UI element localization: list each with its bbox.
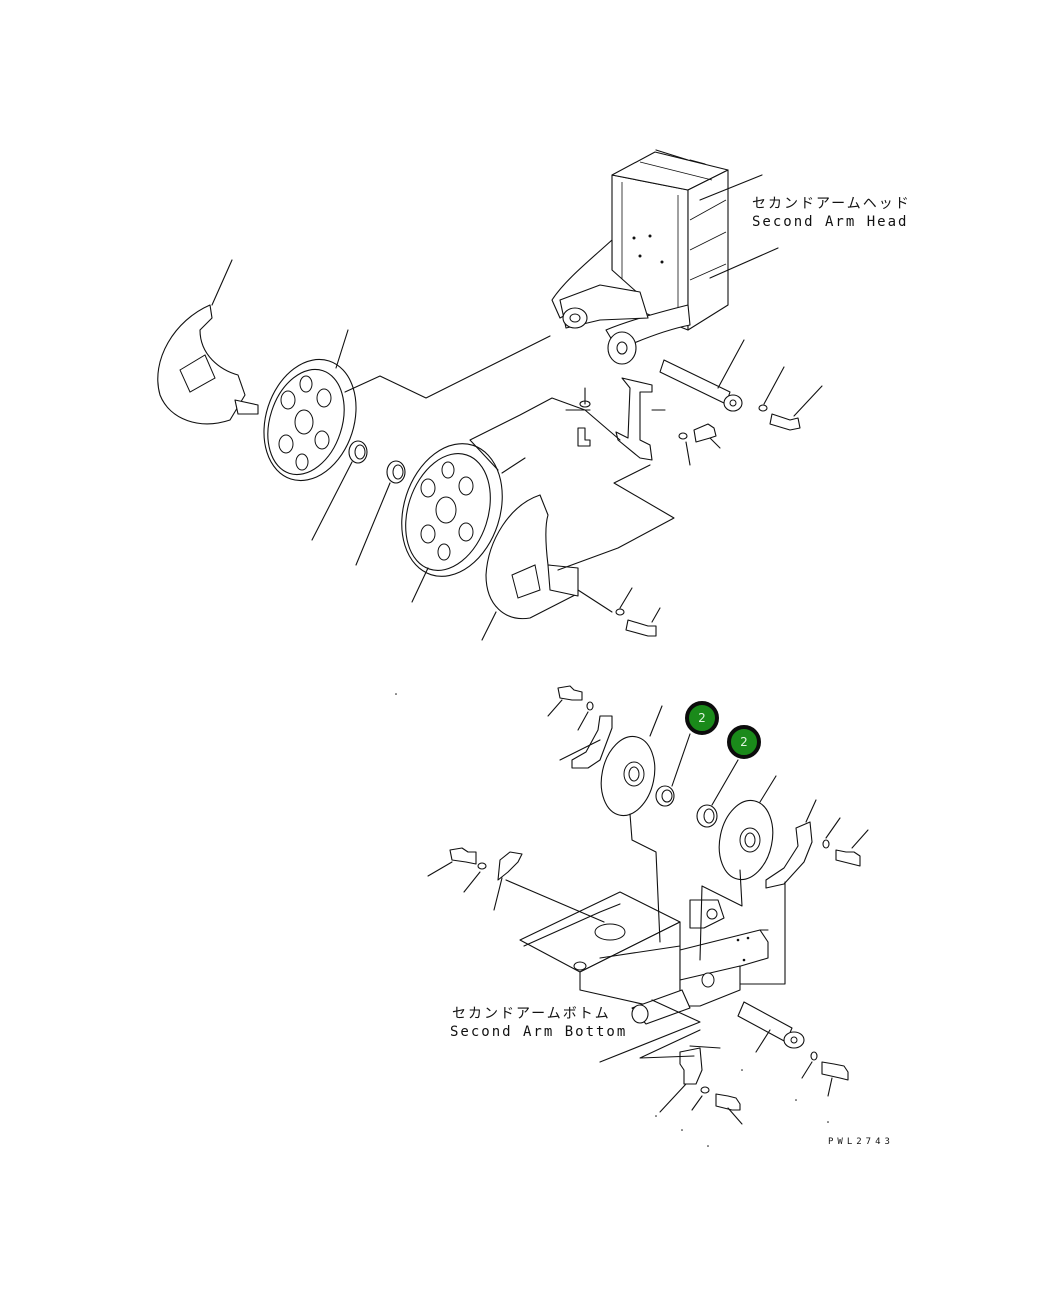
second-arm-bottom-frame — [519, 891, 769, 1025]
callout-badge[interactable]: 2 — [685, 701, 719, 735]
lower-hardware-right — [765, 799, 869, 889]
head-label-jp: セカンドアームヘッド — [752, 196, 911, 212]
leader-head-top — [699, 174, 763, 201]
upper-bushing-2 — [355, 460, 406, 566]
lower-hardware-bottom-right — [737, 1001, 849, 1097]
lower-hardware-top-left — [547, 685, 613, 769]
upper-bushing-1 — [311, 440, 368, 541]
callout-badge[interactable]: 2 — [727, 725, 761, 759]
second-arm-head-frame — [551, 149, 729, 365]
upper-pulley-2 — [401, 443, 503, 603]
leader-head-bottom — [709, 247, 779, 279]
drawing-code: PWL2743 — [828, 1137, 894, 1147]
bottom-label-en: Second Arm Bottom — [450, 1024, 628, 1040]
lower-bushing-2 — [696, 759, 739, 828]
upper-right-guard — [481, 494, 579, 641]
upper-connection-lines — [344, 335, 675, 571]
lower-disc-2 — [718, 775, 777, 881]
lower-bushing-1 — [655, 733, 691, 807]
bottom-label-jp: セカンドアームボトム — [452, 1006, 611, 1022]
upper-left-guard — [157, 259, 259, 425]
lower-hardware-left — [427, 847, 523, 911]
head-label-en: Second Arm Head — [752, 214, 909, 230]
upper-pulley-1 — [263, 329, 357, 482]
lower-disc-1 — [600, 705, 663, 817]
lower-hardware-bottom-center — [659, 1047, 743, 1125]
lower-connection-lines — [505, 813, 786, 1063]
upper-hardware — [565, 339, 823, 637]
